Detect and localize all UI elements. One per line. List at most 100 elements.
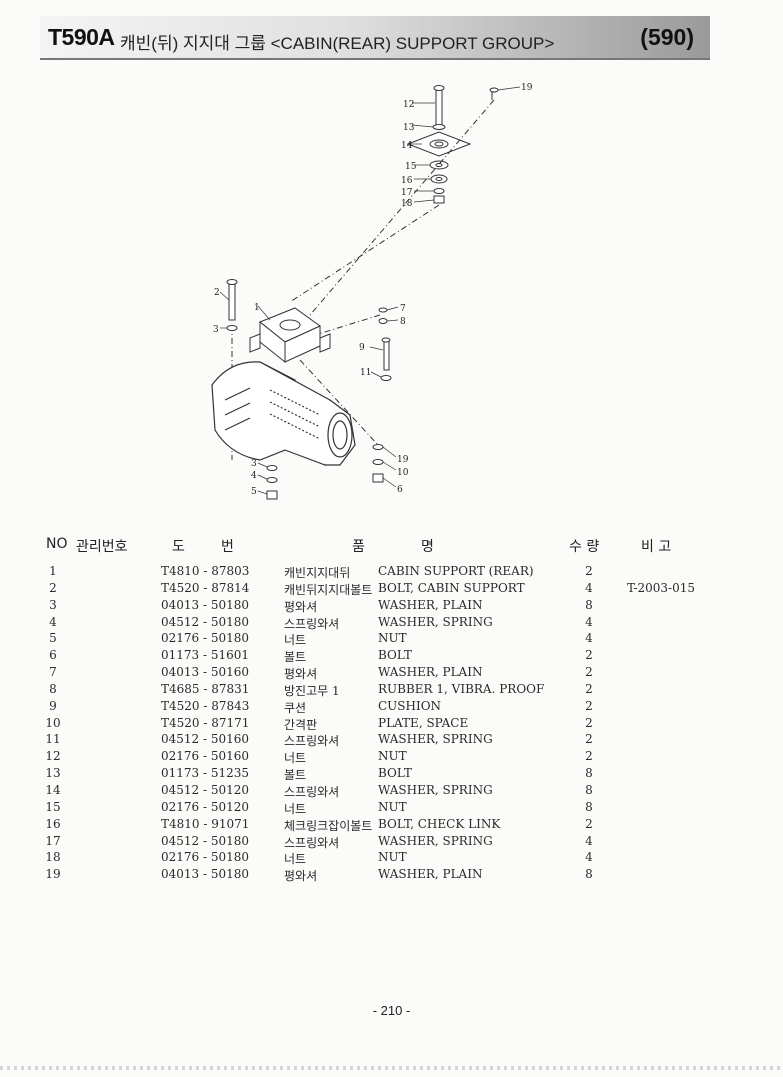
english-name: RUBBER 1, VIBRA. PROOF [378,681,545,696]
col-part-2: 번 [221,539,234,555]
korean-name: 너트 [284,751,307,766]
callout-4: 4 [251,471,257,481]
leader-lines [219,86,521,495]
row-number: 7 [49,665,57,680]
scan-artifact [0,1066,783,1070]
korean-name: 방진고무 1 [284,683,340,698]
quantity: 4 [585,631,593,646]
col-name-2: 명 [421,539,434,555]
english-name: NUT [378,749,407,764]
quantity: 2 [585,816,593,831]
row-number: 6 [49,648,57,663]
english-name: NUT [378,799,407,814]
callout-6: 12 [403,100,414,110]
english-name: NUT [378,850,407,865]
callout-8: 14 [401,141,413,151]
part-number: T4520 - 87171 [161,715,250,730]
korean-name: 스프링와셔 [284,734,340,749]
lower-hardware-right [372,444,384,483]
callout-3-top: 3 [213,325,219,335]
row-number: 10 [45,715,61,730]
transmission-housing [211,361,356,466]
korean-name: 쿠션 [284,700,307,715]
quantity: 2 [585,715,593,730]
quantity: 2 [585,698,593,713]
korean-name: 스프링와셔 [284,835,340,850]
callout-10: 16 [401,176,413,186]
row-number: 18 [45,850,61,865]
korean-name: 평와셔 [284,599,318,614]
callout-labels: 12 13 14 15 16 17 18 19 2 3 1 7 8 9 11 3… [213,83,533,497]
english-name: WASHER, SPRING [378,833,493,848]
english-name: WASHER, PLAIN [378,867,483,882]
korean-name: 너트 [284,852,307,867]
left-bolt [226,279,238,331]
col-mgmt-no: 관리번호 [76,539,128,555]
callout-11: 17 [401,188,413,198]
english-name: BOLT, CHECK LINK [378,816,501,831]
korean-name: 평와셔 [284,869,318,884]
part-number: 02176 - 50180 [161,631,250,646]
cabin-support-bracket [249,307,331,364]
callout-5: 5 [251,487,257,497]
row-number: 19 [45,867,61,882]
lower-hardware-left [266,465,278,500]
korean-name: 너트 [284,801,307,816]
korean-name: 캐빈뒤지지대볼트 [284,582,373,597]
part-number: 02176 - 50180 [161,850,250,865]
part-number: 02176 - 50160 [161,749,250,764]
row-number: 12 [45,749,61,764]
part-number: 01173 - 51235 [161,766,250,781]
check-link-bolt [380,337,392,381]
quantity: 2 [585,564,593,578]
callout-18: 6 [397,485,403,495]
part-number: 04512 - 50180 [161,833,250,848]
remarks: T-2003-015 [627,580,696,595]
part-number: T4520 - 87814 [161,580,250,595]
callout-12: 18 [401,199,413,209]
row-number: 2 [49,580,57,595]
row-number: 17 [45,833,61,848]
row-number: 1 [49,564,57,578]
part-number: 04512 - 50160 [161,732,250,747]
part-number: T4520 - 87843 [161,698,250,713]
callout-1: 1 [254,303,260,313]
row-number: 13 [45,766,61,781]
callout-7: 13 [403,123,415,133]
row-number: 9 [49,698,57,713]
quantity: 4 [585,580,593,595]
quantity: 8 [585,799,593,814]
part-number: 04512 - 50180 [161,614,250,629]
english-name: WASHER, SPRING [378,782,493,797]
callout-14: 7 [400,304,406,314]
quantity: 2 [585,681,593,696]
korean-name: 체크링크잡이볼트 [284,818,373,833]
english-name: WASHER, PLAIN [378,597,483,612]
row-number: 14 [45,782,61,797]
row-number: 15 [45,799,61,814]
english-name: BOLT, CABIN SUPPORT [378,580,525,595]
section-code: (590) [640,24,694,50]
english-name: WASHER, PLAIN [378,665,483,680]
quantity: 2 [585,648,593,663]
col-name-1: 품 [352,539,365,555]
korean-name: 스프링와셔 [284,784,340,799]
col-remarks: 비 고 [641,539,672,555]
quantity: 8 [585,766,593,781]
korean-name: 스프링와셔 [284,616,340,631]
quantity: 8 [585,597,593,612]
row-number: 4 [49,614,57,629]
quantity: 4 [585,833,593,848]
english-name: BOLT [378,648,412,663]
callout-2: 2 [214,288,220,298]
part-number: 04013 - 50160 [161,665,250,680]
